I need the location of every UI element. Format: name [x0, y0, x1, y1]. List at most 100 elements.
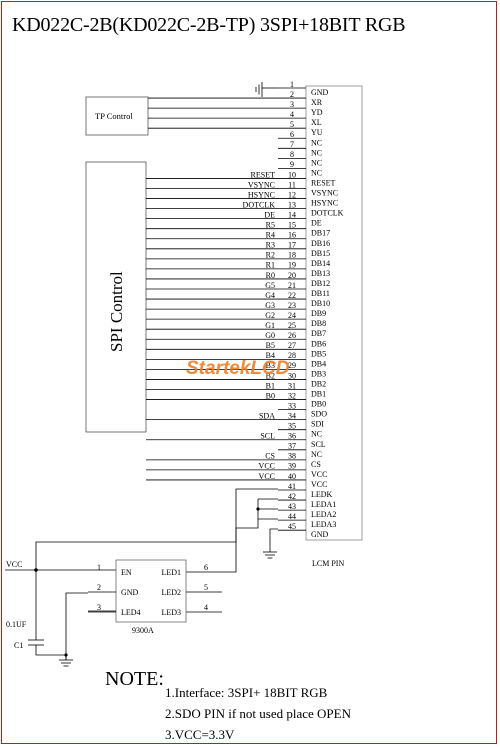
pin-number-41: 41 [288, 482, 296, 491]
pin-number-37: 37 [288, 442, 296, 451]
pin-number-6: 6 [290, 130, 294, 139]
tp-control-label: TP Control [95, 111, 133, 121]
driver-pin-number-5: 5 [204, 583, 208, 592]
lcm-pins: 1GND2XR3YD4XL5YU6NC7NC8NC9NC10RESETRESET… [146, 80, 344, 539]
note-line-3: 3.VCC=3.3V [165, 727, 235, 742]
pin-number-1: 1 [290, 80, 294, 89]
pin-number-38: 38 [288, 452, 296, 461]
signal-label-28: B4 [266, 351, 275, 360]
pin-name-20: DB12 [311, 279, 330, 288]
pin-number-40: 40 [288, 472, 296, 481]
pin-name-8: NC [311, 158, 322, 167]
pin-name-22: DB10 [311, 299, 330, 308]
pin-number-13: 13 [288, 200, 296, 209]
signal-label-15: R5 [266, 221, 275, 230]
pin-name-21: DB11 [311, 289, 330, 298]
pin-number-31: 31 [288, 381, 296, 390]
pin-name-16: DB16 [311, 239, 330, 248]
pin-name-15: DB17 [311, 229, 330, 238]
pin-number-8: 8 [290, 150, 294, 159]
driver-pin-label-led2: LED2 [161, 588, 181, 597]
driver-pin-number-2: 2 [97, 583, 101, 592]
pin-number-19: 19 [288, 261, 296, 270]
pin-name-3: YD [311, 108, 323, 117]
pin-name-9: NC [311, 168, 322, 177]
junction-dot-gnd [64, 653, 68, 657]
spi-control-block [85, 161, 147, 433]
pin-number-7: 7 [290, 140, 294, 149]
pin-number-17: 17 [288, 241, 296, 250]
pin-number-21: 21 [288, 281, 296, 290]
vcc-net-label: VCC [6, 560, 22, 569]
tp-control-block [85, 96, 149, 136]
driver-pin-label-led1: LED1 [161, 568, 181, 577]
pin-number-11: 11 [288, 180, 296, 189]
signal-label-22: G4 [265, 291, 275, 300]
pin-name-33: SDO [311, 410, 327, 419]
pin-name-35: NC [311, 430, 322, 439]
signal-label-20: R0 [266, 271, 275, 280]
signal-label-32: B0 [266, 391, 275, 400]
pin-number-16: 16 [288, 231, 296, 240]
pin-number-33: 33 [288, 401, 296, 410]
schematic-title: KD022C-2B(KD022C-2B-TP) 3SPI+18BIT RGB [12, 14, 406, 36]
junction-dot-vcc [34, 568, 38, 572]
pin-name-2: XR [311, 98, 323, 107]
signal-label-10: RESET [251, 170, 276, 179]
backlight-wiring [5, 488, 278, 667]
signal-label-23: G3 [265, 301, 275, 310]
pin-number-15: 15 [288, 221, 296, 230]
spi-control-label: SPI Control [107, 271, 126, 352]
pin-number-26: 26 [288, 331, 296, 340]
pin-name-40: VCC [311, 480, 327, 489]
pin-name-26: DB6 [311, 339, 326, 348]
note-line-1: 1.Interface: 3SPI+ 18BIT RGB [165, 685, 328, 700]
pin-name-28: DB4 [311, 359, 326, 368]
pin-name-34: SDI [311, 420, 324, 429]
pin-number-12: 12 [288, 190, 296, 199]
pin-name-4: XL [311, 118, 322, 127]
junction-dot-leda [256, 507, 260, 511]
pin-name-32: DB0 [311, 400, 326, 409]
driver-pin-label-led3: LED3 [161, 608, 181, 617]
pin-number-43: 43 [288, 502, 296, 511]
pin-name-5: YU [311, 128, 323, 137]
driver-pin-number-4: 4 [204, 603, 208, 612]
pin-number-4: 4 [290, 110, 294, 119]
pin-name-17: DB15 [311, 249, 330, 258]
pin-number-35: 35 [288, 422, 296, 431]
watermark-logo: StartekLCD [186, 358, 290, 379]
pin-number-44: 44 [288, 512, 296, 521]
driver-pin-number-6: 6 [204, 563, 208, 572]
signal-label-27: B5 [266, 341, 275, 350]
pin-number-45: 45 [288, 522, 296, 531]
signal-label-18: R2 [266, 251, 275, 260]
pin-name-29: DB3 [311, 369, 326, 378]
pin-number-23: 23 [288, 301, 296, 310]
lcm-pin-label: LCM PIN [312, 559, 344, 568]
signal-label-38: CS [265, 452, 275, 461]
pin-number-34: 34 [288, 411, 296, 420]
pin-number-32: 32 [288, 391, 296, 400]
driver-pin-label-gnd: GND [121, 588, 139, 597]
pin-name-23: DB9 [311, 309, 326, 318]
signal-label-36: SCL [260, 432, 275, 441]
note-line-2: 2.SDO PIN if not used place OPEN [165, 706, 351, 721]
pin-number-2: 2 [290, 90, 294, 99]
pin-number-27: 27 [288, 341, 296, 350]
pin-name-37: NC [311, 450, 322, 459]
capacitor-value: 0.1UF [6, 620, 27, 629]
driver-pin-label-led4: LED4 [121, 608, 141, 617]
pin-name-11: VSYNC [311, 189, 338, 198]
signal-label-19: R1 [266, 261, 275, 270]
pin-number-29: 29 [288, 361, 296, 370]
signal-label-34: SDA [259, 411, 275, 420]
capacitor-name: C1 [14, 641, 23, 650]
signal-label-13: DOTCLK [243, 200, 276, 209]
signal-label-17: R3 [266, 241, 275, 250]
pin-name-43: LEDA2 [311, 510, 336, 519]
pin-number-22: 22 [288, 291, 296, 300]
pin-name-14: DE [311, 219, 322, 228]
pin-name-30: DB2 [311, 379, 326, 388]
